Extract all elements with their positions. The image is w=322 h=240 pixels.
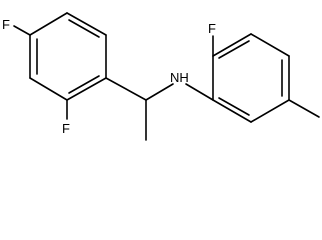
right-fluoromethylphenyl-ring — [212, 33, 290, 123]
atom-label-fluorine-right: F — [208, 21, 216, 36]
bond-nh-to-ring — [185, 83, 214, 101]
ring-bond — [250, 33, 290, 57]
atom-label-nh: NH — [170, 70, 189, 85]
atom-label-fluorine-top-left: F — [2, 17, 10, 32]
ring-bond — [29, 77, 68, 101]
ring-double-bond — [68, 19, 100, 38]
ring-double-bond — [218, 40, 250, 59]
atom-label-fluorine-lower-left: F — [62, 121, 70, 136]
bond-ring-to-ch — [105, 77, 147, 101]
bond-ch-to-nh — [145, 83, 174, 101]
ring-bond — [66, 12, 107, 36]
bond-to-fluorine-top-left — [13, 25, 31, 36]
ring-bond — [212, 99, 252, 123]
bond-to-methyl-right — [288, 99, 320, 118]
left-difluorophenyl-ring — [29, 12, 107, 101]
molecule-structure-diagram: F F NH F — [2, 12, 320, 141]
ring-double-bond — [68, 75, 100, 94]
ring-bond — [212, 33, 252, 57]
ring-double-bond — [218, 97, 250, 116]
ring-bond — [66, 77, 107, 101]
ring-bond — [250, 99, 290, 123]
ring-bond — [29, 12, 68, 36]
